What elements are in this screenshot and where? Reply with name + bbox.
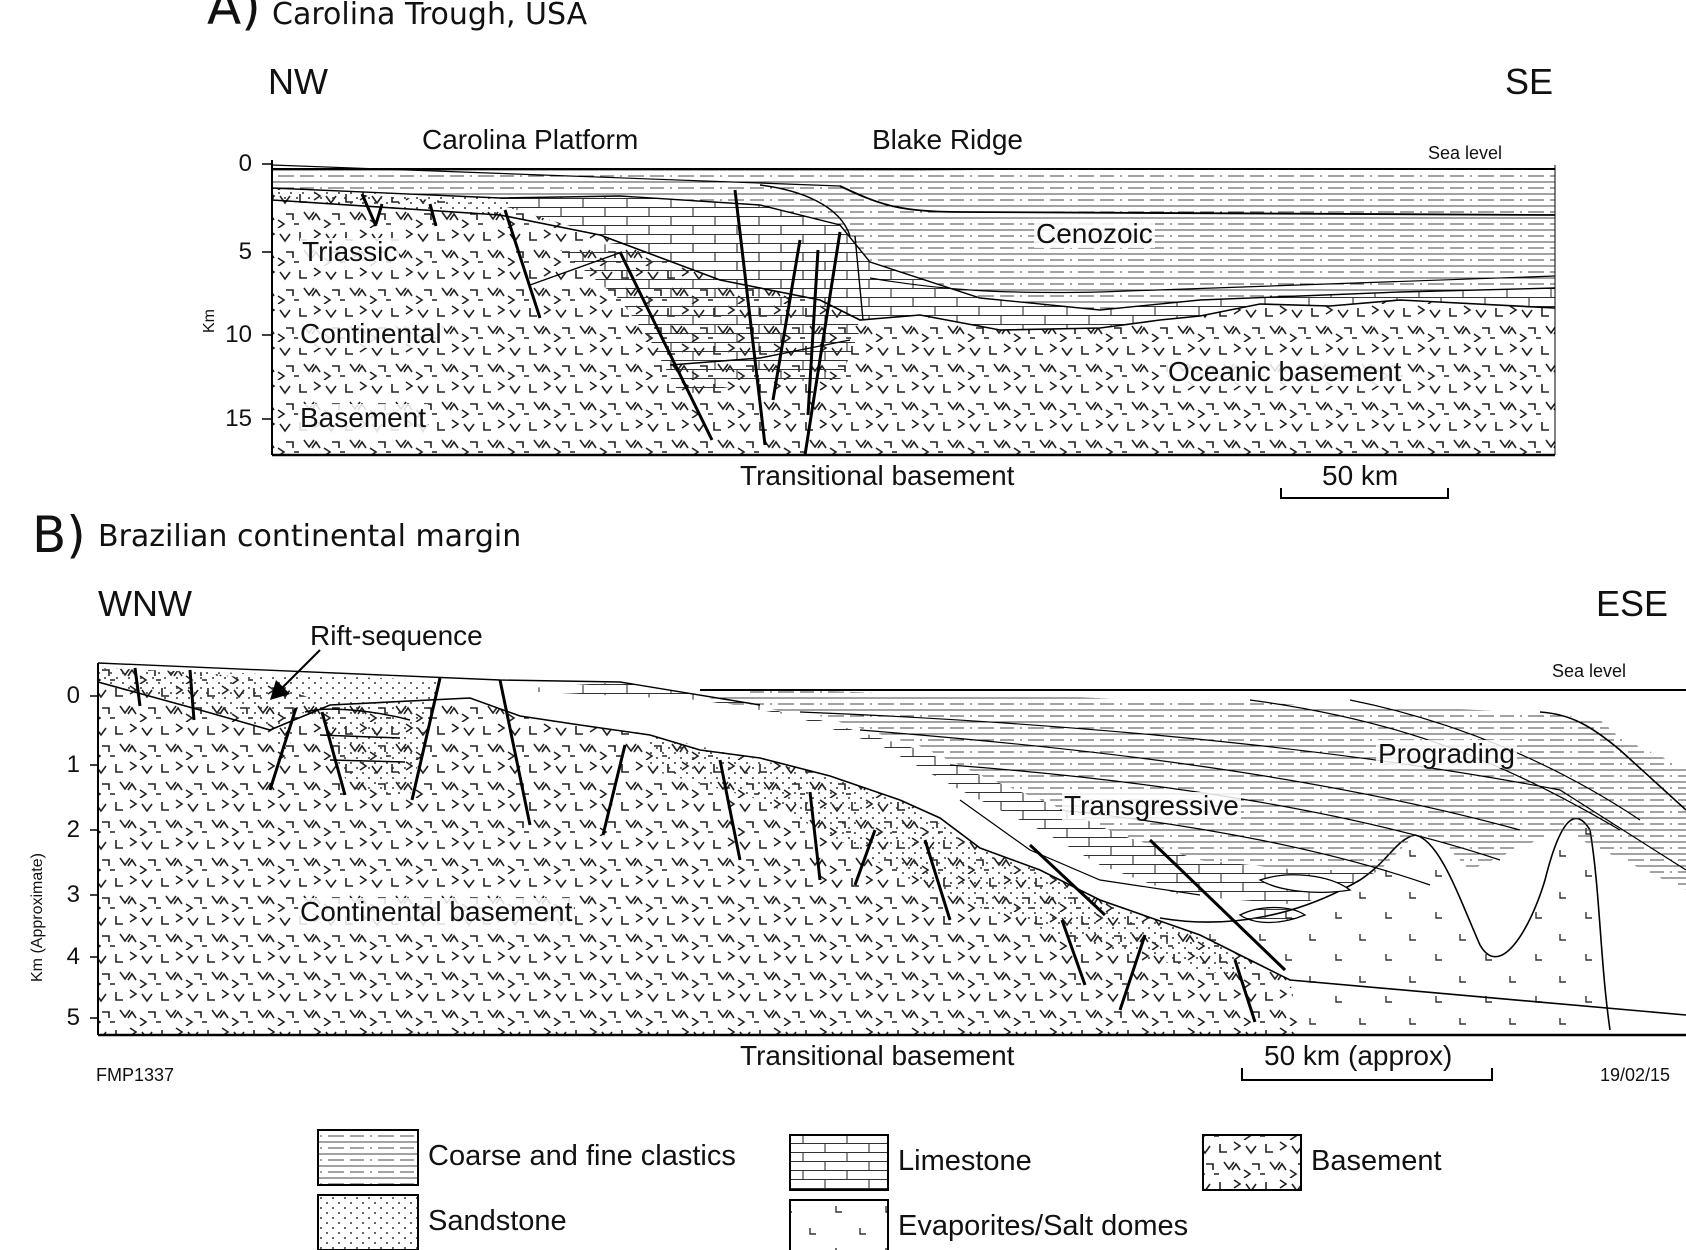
panel-a-scale-bar-label: 50 km xyxy=(1322,460,1399,491)
panel-b-rift-sequence-label: Rift-sequence xyxy=(310,620,483,651)
panel-b-tick-1: 1 xyxy=(66,751,80,778)
panel-b-sandstone-ribbon xyxy=(650,735,1260,978)
legend-evaporites-swatch xyxy=(789,1199,889,1250)
panel-b-title: Brazilian continental margin xyxy=(98,519,522,554)
panel-a-basement-label: Basement xyxy=(298,402,429,433)
panel-b-transitional-basement-label: Transitional basement xyxy=(740,1040,1015,1071)
panel-a-tick-0: 0 xyxy=(238,150,252,177)
panel-a-clastics xyxy=(272,165,1555,310)
panel-b-continental-basement-label: Continental basement xyxy=(298,896,575,927)
legend-clastics-swatch xyxy=(317,1129,419,1186)
panel-a-continental-label: Continental xyxy=(298,318,444,349)
panel-a-tick-15: 15 xyxy=(225,405,252,432)
panel-b-tick-2: 2 xyxy=(66,816,80,843)
legend-basement-swatch xyxy=(1202,1134,1302,1191)
panel-b-tick-5: 5 xyxy=(66,1004,80,1031)
panel-a-direction-left: NW xyxy=(268,61,328,102)
panel-a-sandstone xyxy=(272,188,520,215)
panel-b-prograding-label: Prograding xyxy=(1376,738,1517,769)
panel-b-tick-0: 0 xyxy=(66,682,80,709)
panel-a-transitional-basement-label: Transitional basement xyxy=(740,460,1015,491)
panel-a-section xyxy=(262,160,1556,499)
legend-basement-label: Basement xyxy=(1311,1145,1442,1177)
panel-b-date: 19/02/15 xyxy=(1600,1065,1671,1085)
panel-b-direction-left: WNW xyxy=(98,583,192,624)
panel-b-direction-right: ESE xyxy=(1596,583,1669,624)
legend-swatches xyxy=(317,1129,1302,1250)
panel-a-triassic-label: Triassic xyxy=(300,236,400,267)
panel-b-tick-3: 3 xyxy=(66,881,80,908)
panel-a-letter: A) xyxy=(207,0,261,36)
legend-clastics-label: Coarse and fine clastics xyxy=(428,1140,736,1172)
panel-a-title: Carolina Trough, USA xyxy=(272,0,588,32)
panel-b-figure-code: FMP1337 xyxy=(96,1065,175,1085)
panel-a-tick-10: 10 xyxy=(225,321,252,348)
panel-a-sea-level-label: Sea level xyxy=(1428,143,1503,163)
panel-a-cenozoic-label: Cenozoic xyxy=(1034,218,1155,249)
panel-b-sea-level-label: Sea level xyxy=(1552,661,1627,681)
legend-evaporites-label: Evaporites/Salt domes xyxy=(898,1210,1189,1242)
legend-limestone-swatch xyxy=(789,1134,889,1191)
legend-sandstone-label: Sandstone xyxy=(428,1205,567,1237)
panel-a-limestone-core xyxy=(560,240,860,395)
legend-sandstone-swatch xyxy=(317,1194,419,1250)
panel-a-carolina-platform-label: Carolina Platform xyxy=(422,124,639,155)
panel-a-tick-5: 5 xyxy=(238,238,252,265)
panel-b-tick-4: 4 xyxy=(66,943,80,970)
panel-b-rift-sandstone xyxy=(98,668,440,795)
panel-a-y-axis-label: Km xyxy=(201,309,218,333)
panel-b-scale-bar-label: 50 km (approx) xyxy=(1264,1040,1453,1071)
panel-b-section xyxy=(90,649,1686,1081)
panel-a-oceanic-basement-label: Oceanic basement xyxy=(1166,356,1404,387)
panel-b-transgressive-label: Transgressive xyxy=(1062,790,1241,821)
panel-a-blake-ridge-label: Blake Ridge xyxy=(872,124,1023,155)
legend-limestone-label: Limestone xyxy=(898,1145,1032,1177)
panel-a-direction-right: SE xyxy=(1505,61,1554,102)
panel-b-letter: B) xyxy=(32,506,86,564)
panel-b-y-axis-label: Km (Approximate) xyxy=(29,853,46,982)
